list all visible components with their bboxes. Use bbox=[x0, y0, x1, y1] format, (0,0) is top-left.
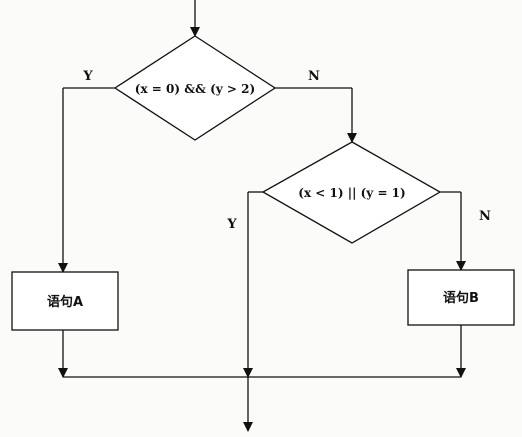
statement-a-box bbox=[11, 271, 119, 331]
statement-b-text: 语句B bbox=[443, 290, 479, 306]
statement-a-text: 语句A bbox=[47, 294, 83, 310]
no-label-2: N bbox=[479, 209, 491, 224]
decision-2-text: (x < 1) || (y = 1) bbox=[298, 186, 405, 200]
decision-2 bbox=[261, 141, 442, 244]
statement-b-box bbox=[407, 269, 515, 326]
decision-1-text: (x = 0) && (y > 2) bbox=[135, 82, 255, 96]
no-label-1: N bbox=[308, 69, 320, 84]
yes-label-1: Y bbox=[82, 69, 93, 84]
decision-1 bbox=[113, 35, 277, 141]
yes-label-2: Y bbox=[226, 217, 237, 232]
